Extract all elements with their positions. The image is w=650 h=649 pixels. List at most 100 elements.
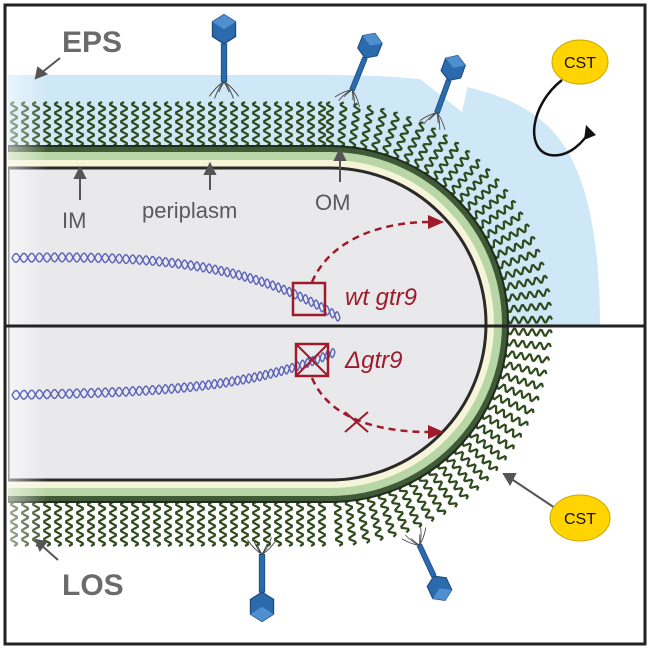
los-chain <box>371 107 387 153</box>
los-chain <box>307 501 315 547</box>
los-arrow-icon <box>34 538 59 561</box>
los-chain <box>120 101 128 147</box>
los-chain <box>230 501 238 547</box>
los-chain <box>427 470 458 508</box>
los-chain <box>433 141 460 181</box>
los-chain <box>502 361 548 377</box>
los-chain <box>274 501 282 547</box>
los-chain <box>333 500 343 547</box>
im-arrow-icon <box>73 165 87 200</box>
los-chain <box>109 101 117 147</box>
om-arrow-icon <box>333 147 347 182</box>
om-label: OM <box>315 190 350 215</box>
los-chain <box>468 433 508 461</box>
los-chain <box>491 394 535 415</box>
los-chain <box>481 414 523 439</box>
los-chain <box>153 101 161 147</box>
los-chain <box>413 127 437 169</box>
cst-curved-arrow-icon <box>532 79 596 157</box>
los-chain <box>197 101 205 147</box>
los-chain <box>408 481 435 523</box>
los-chain <box>465 178 500 212</box>
los-chain <box>436 463 469 500</box>
los-chain <box>296 101 304 147</box>
los-chain <box>377 493 397 538</box>
los-chain <box>418 476 447 516</box>
los-chain <box>87 101 95 147</box>
phage-icon <box>246 537 278 623</box>
los-chain <box>505 288 551 302</box>
los-chain <box>318 501 326 547</box>
dna-bottom <box>11 347 336 400</box>
los-chain <box>131 101 139 147</box>
los-chain <box>326 101 334 147</box>
los-chain <box>76 101 84 147</box>
los-chain <box>403 121 425 164</box>
los-chain <box>382 111 400 156</box>
los-chain <box>393 116 413 160</box>
los-chain <box>472 188 509 221</box>
los-chain <box>478 199 517 230</box>
los-chain <box>506 327 553 337</box>
los-chain <box>54 101 62 147</box>
phage-icon <box>419 54 466 130</box>
los-chain <box>461 441 499 472</box>
periplasm-arrow-icon <box>203 161 217 190</box>
los-chain <box>504 350 551 364</box>
phage-icon <box>334 32 383 108</box>
los-chain <box>366 496 384 542</box>
los-chain <box>496 383 540 403</box>
los-chain <box>164 101 172 147</box>
los-chain <box>506 301 553 314</box>
cst-bottom-arrow-icon <box>502 473 556 509</box>
los-chain <box>208 501 216 547</box>
los-chain <box>489 223 531 249</box>
los-chain <box>423 134 449 175</box>
delta-gene-label: Δgtr9 <box>344 347 402 374</box>
cst-bottom-label: CST <box>564 511 596 528</box>
los-chain <box>475 424 515 450</box>
los-chain <box>398 486 423 528</box>
los-chain <box>131 501 139 547</box>
wt-gene-label: wt gtr9 <box>345 284 417 311</box>
los-chain <box>348 102 361 149</box>
los-chain <box>318 101 326 147</box>
phages <box>208 13 466 623</box>
los-chain <box>296 501 304 547</box>
los-chain <box>65 501 73 547</box>
los-chain <box>344 500 357 546</box>
los-chain <box>109 501 117 547</box>
inner-membrane <box>8 166 488 482</box>
los-chain <box>98 501 106 547</box>
los-chain <box>175 101 183 147</box>
los-chain <box>355 498 371 544</box>
eps-label: EPS <box>62 26 122 59</box>
los-chain <box>230 101 238 147</box>
los-label: LOS <box>62 569 124 602</box>
cross-mark <box>344 411 369 433</box>
wt-gene-box <box>291 281 327 317</box>
phage-icon <box>208 13 240 99</box>
delta-gene-box <box>294 342 330 378</box>
los-chain <box>500 261 545 281</box>
los-chain <box>484 211 524 239</box>
los-chain <box>241 501 249 547</box>
los-chain <box>98 101 106 147</box>
los-chain <box>307 101 315 147</box>
los-chain <box>387 490 410 534</box>
los-chain <box>441 149 471 188</box>
los-chain <box>487 404 529 427</box>
los-chain <box>186 501 194 547</box>
los-chain <box>503 274 549 292</box>
los-chain <box>285 501 293 547</box>
eps-arrow-icon <box>34 57 61 80</box>
los-chain <box>54 501 62 547</box>
los-chain <box>497 248 541 270</box>
los-chain <box>241 101 249 147</box>
los-chain <box>445 456 480 491</box>
los-chain <box>142 101 150 147</box>
los-chain <box>506 339 552 351</box>
los-chain <box>263 501 271 547</box>
